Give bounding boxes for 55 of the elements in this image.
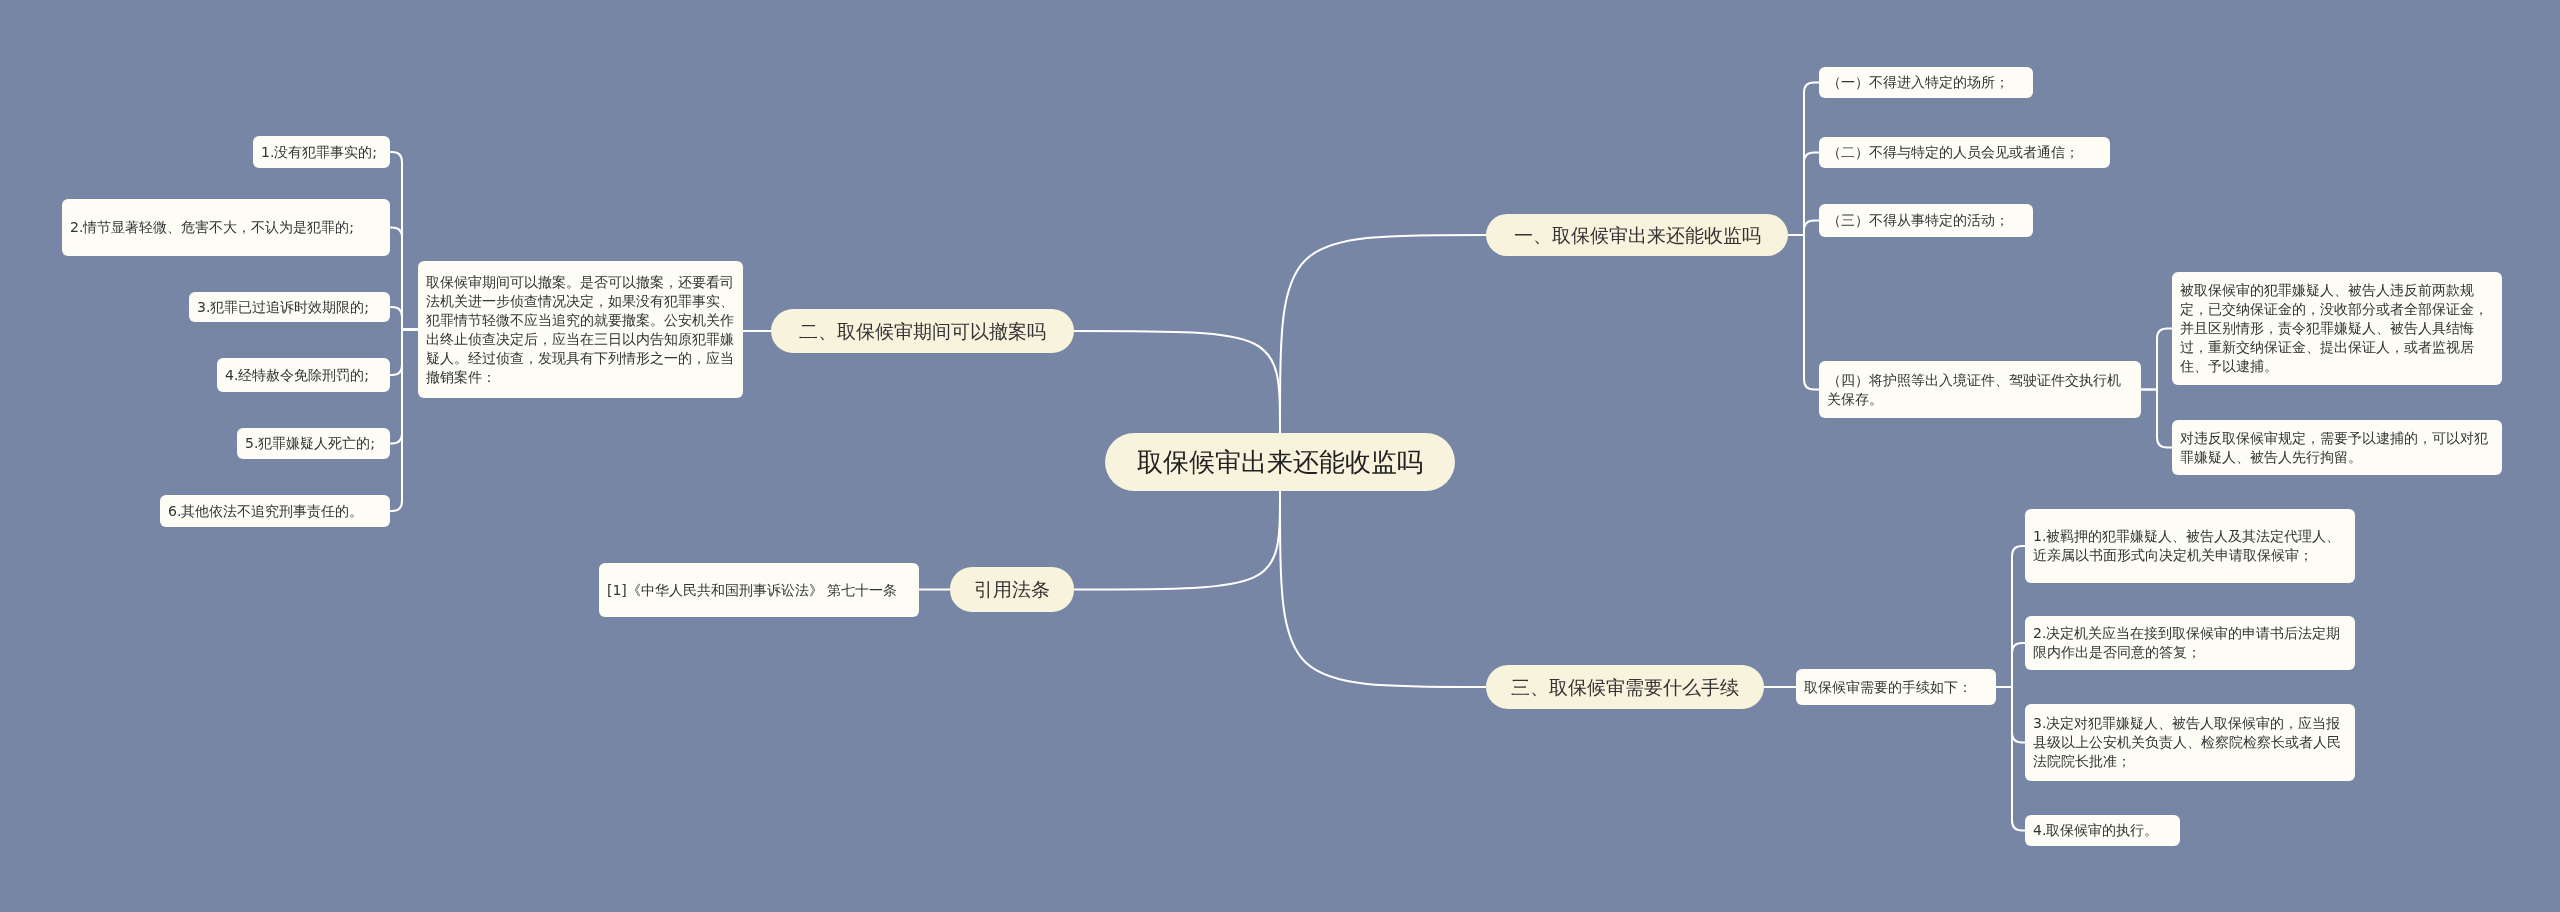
central-topic [1105,433,1455,491]
text-card [217,358,390,392]
connector-line [1073,330,1281,434]
node-text: 3.决定对犯罪嫌疑人、被告人取保候审的，应当报县级以上公安机关负责人、检察院检察长或者人民法院院长批准； [2033,714,2342,771]
node-text: 对违反取保候审规定，需要予以逮捕的，可以对犯罪嫌疑人、被告人先行拘留。 [2180,428,2489,467]
node-text: 4.经特赦令免除刑罚的; [225,365,371,385]
text-card [160,495,390,527]
branch-topic [1486,214,1788,256]
node-text: （二）不得与特定的人员会见或者通信； [1827,143,2080,162]
connector-line [1995,686,2026,832]
node-text: [1]《中华人民共和国刑事诉讼法》 第七十一条 [607,580,899,600]
branch-topic [771,309,1074,353]
text-card [189,292,390,322]
node-text: 4.取保候审的执行。 [2033,821,2160,840]
text-card [2025,509,2355,583]
node-text: （一）不得进入特定的场所； [1827,73,2010,92]
text-card [1819,67,2033,98]
node-text: 1.没有犯罪事实的; [261,142,379,162]
node-text: 5.犯罪嫌疑人死亡的; [245,434,377,453]
node-text: （三）不得从事特定的活动； [1827,211,2010,230]
branch-topic [950,567,1074,612]
node-text: 二、取保候审期间可以撤案吗 [798,318,1047,344]
text-card [1819,204,2033,237]
node-text: 引用法条 [973,577,1051,603]
branch-topic [1486,665,1764,709]
node-text: 一、取保候审出来还能收监吗 [1512,222,1762,248]
text-card [2172,272,2502,385]
node-text: 1.被羁押的犯罪嫌疑人、被告人及其法定代理人、近亲属以书面形式向决定机关申请取保候审； [2033,527,2342,565]
node-text: 3.犯罪已过追诉时效期限的; [197,297,371,317]
text-card [2025,815,2180,846]
text-card [1819,361,2141,418]
node-text: 取保候审期间可以撤案。是否可以撤案，还要看司法机关进一步侦查情况决定，如果没有犯罪事实、犯罪情节轻微不应当追究的就要撤案。公安机关作出终止侦查决定后，应当在三日以内告知原犯罪嫌疑人。经过侦查，发现具有下列情形之一的，应当撤销案件： [426,272,735,387]
text-card [62,199,390,256]
text-card [418,261,743,398]
text-card [237,428,390,459]
text-card [2025,704,2355,781]
connector-line [742,330,772,332]
text-card [253,136,390,168]
node-text: 取保候审需要的手续如下： [1804,677,1973,697]
node-text: 2.情节显著轻微、危害不大，不认为是犯罪的; [70,218,356,237]
node-text: 三、取保候审需要什么手续 [1510,674,1740,700]
text-card [1796,669,1996,705]
connector-line [1763,686,1797,688]
node-text: （四）将护照等出入境证件、驾驶证件交执行机关保存。 [1827,370,2122,409]
text-card [2172,420,2502,475]
node-text: 被取保候审的犯罪嫌疑人、被告人违反前两款规定，已交纳保证金的，没收部分或者全部保证金，并且区别情形，责令犯罪嫌疑人、被告人具结悔过，重新交纳保证金、提出保证人，或者监视居住、予以逮捕。 [2180,281,2489,376]
node-text: 6.其他依法不追究刑事责任的。 [168,501,365,521]
text-card [599,563,919,617]
connector-line [918,588,951,591]
connector-line [1073,490,1281,591]
node-text: 2.决定机关应当在接到取保候审的申请书后法定期限内作出是否同意的答复； [2033,624,2342,662]
text-card [2025,616,2355,670]
node-text: 取保候审出来还能收监吗 [1136,445,1424,479]
text-card [1819,137,2110,168]
connector-line [389,328,419,512]
